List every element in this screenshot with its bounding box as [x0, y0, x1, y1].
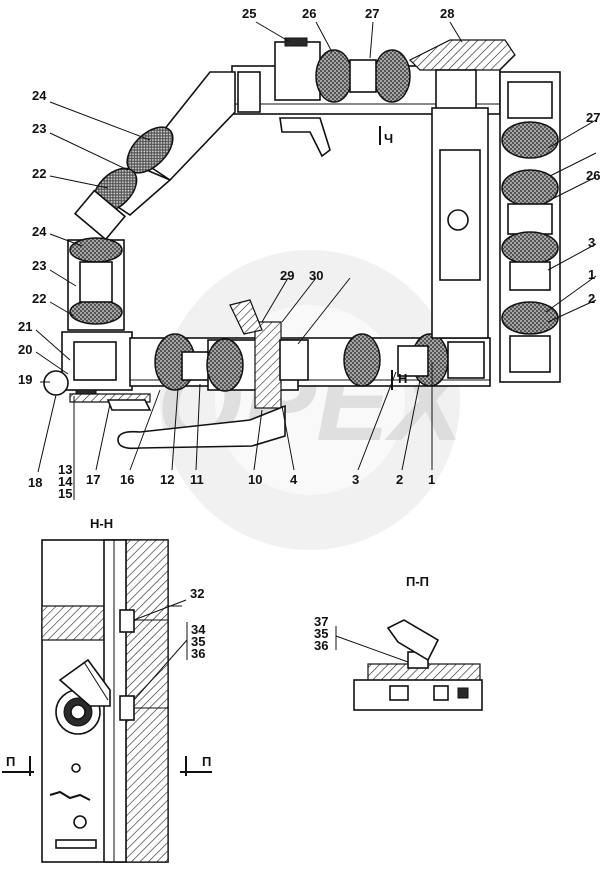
- section-pp-title: П-П: [406, 574, 429, 589]
- callout-20b: 22: [32, 291, 46, 306]
- callout-9: 11: [190, 472, 204, 487]
- callout-20a: 22: [32, 166, 46, 181]
- section-mark-ch: Ч: [384, 131, 393, 146]
- leader-lines: [35, 21, 597, 500]
- callout-12: 17: [86, 472, 100, 487]
- corner-17: [43, 370, 69, 396]
- section-mark-p-left: П: [6, 754, 15, 769]
- callout-15: 15: [58, 486, 72, 501]
- callout-1a: 1: [428, 472, 435, 487]
- callout-2a: 2: [396, 472, 403, 487]
- callout-22a: 24: [32, 88, 47, 103]
- callout-10: 12: [160, 472, 174, 487]
- callout-4: 4: [290, 472, 298, 487]
- callout-36b: 36: [314, 638, 328, 653]
- seal-20-left: [69, 299, 123, 325]
- section-mark-p-right: П: [202, 754, 211, 769]
- section-pp: П-П 37 35 36: [314, 574, 483, 711]
- callout-22b: 24: [32, 224, 47, 239]
- callout-3a: 3: [352, 472, 359, 487]
- seal-24-right: [501, 169, 559, 207]
- seal-3-bottom: [343, 333, 381, 387]
- section-hh-title: Н-Н: [90, 516, 113, 531]
- callout-11: 16: [120, 472, 134, 487]
- callout-29: 30: [309, 268, 323, 283]
- callout-16: 18: [28, 475, 42, 490]
- seal-22-left: [69, 237, 123, 263]
- callout-25: 27: [365, 6, 379, 21]
- top-bracket-23: [274, 41, 321, 101]
- top-cover-26: [408, 39, 516, 71]
- callout-1b: 1: [588, 267, 595, 282]
- seal-25-top: [373, 49, 411, 103]
- section-mark-n: Н: [398, 371, 407, 386]
- callout-32: 32: [190, 586, 204, 601]
- callout-7: 10: [248, 472, 262, 487]
- callout-labels: 25 26 27 28 24 23 22 24 23 22 21 20 19 1…: [18, 6, 600, 501]
- callout-36: 36: [191, 646, 205, 661]
- callout-14: 14: [58, 474, 73, 489]
- callout-19: 21: [18, 319, 32, 334]
- callout-18: 20: [18, 342, 32, 357]
- callout-3b: 3: [588, 235, 595, 250]
- callout-23: 25: [242, 6, 256, 21]
- section-hh: Н-Н 32 34 35 36 П П: [2, 516, 212, 863]
- callout-21b: 23: [32, 258, 46, 273]
- callout-26: 28: [440, 6, 454, 21]
- lock-shaft: [254, 321, 282, 409]
- callout-37: 37: [314, 614, 328, 629]
- callout-35b: 35: [314, 626, 328, 641]
- watermark: OPEX: [157, 250, 468, 550]
- callout-35: 35: [191, 634, 205, 649]
- callout-17: 19: [18, 372, 32, 387]
- callout-2b: 2: [588, 291, 595, 306]
- callout-24: 26: [302, 6, 316, 21]
- seal-24-top: [315, 49, 353, 103]
- callout-24b: 26: [586, 168, 600, 183]
- seal-25-right: [501, 121, 559, 159]
- seal-1-2-right: [501, 301, 559, 335]
- callout-21a: 23: [32, 121, 46, 136]
- callout-34: 34: [191, 622, 206, 637]
- callout-25b: 27: [586, 110, 600, 125]
- main-assembly: Ч Н: [43, 37, 561, 450]
- callout-28: 29: [280, 268, 294, 283]
- callout-13: 13: [58, 462, 72, 477]
